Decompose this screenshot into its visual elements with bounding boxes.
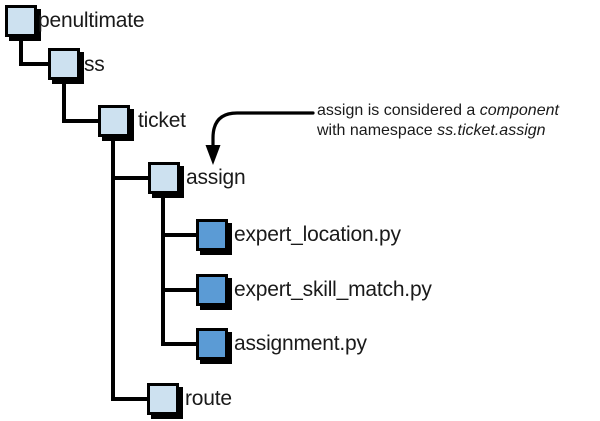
- tree-label-assign: assign: [186, 166, 246, 189]
- tree-label-penultimate: penultimate: [38, 9, 145, 32]
- callout-line-2: with namespace ss.ticket.assign: [317, 121, 600, 141]
- callout-line-1: assign is considered a component: [317, 101, 600, 121]
- tree-node-expert-skill-match[interactable]: [196, 274, 228, 306]
- callout-line-1-emphasis: component: [479, 102, 559, 119]
- tree-node-assignment[interactable]: [196, 328, 228, 360]
- edge-ss-ticket: [62, 80, 98, 123]
- tree-node-assign[interactable]: [148, 162, 180, 194]
- tree-node-route[interactable]: [147, 383, 179, 415]
- callout-arrowhead: [205, 145, 221, 165]
- callout-arrow: [211, 111, 315, 152]
- callout-line-2-emphasis: ss.ticket.assign: [437, 122, 546, 139]
- edge-ticket-route: [111, 137, 147, 401]
- tree-node-ss[interactable]: [48, 48, 80, 80]
- tree-label-ticket: ticket: [138, 109, 186, 132]
- edge-assign-assignment: [161, 194, 196, 346]
- tree-label-ss: ss: [84, 53, 105, 76]
- tree-label-assignment: assignment.py: [234, 332, 367, 355]
- tree-label-expert-location: expert_location.py: [234, 223, 401, 246]
- callout-line-1-text: assign is considered a: [317, 102, 480, 119]
- tree-label-route: route: [185, 387, 232, 410]
- callout-line-2-text: with namespace: [317, 122, 438, 139]
- tree-node-ticket[interactable]: [98, 105, 130, 137]
- tree-node-expert-location[interactable]: [196, 219, 228, 251]
- callout-annotation: assign is considered a component with na…: [317, 101, 600, 141]
- edge-penultimate-ss: [19, 37, 48, 66]
- tree-label-expert-skill-match: expert_skill_match.py: [234, 278, 432, 301]
- tree-node-penultimate[interactable]: [5, 5, 37, 37]
